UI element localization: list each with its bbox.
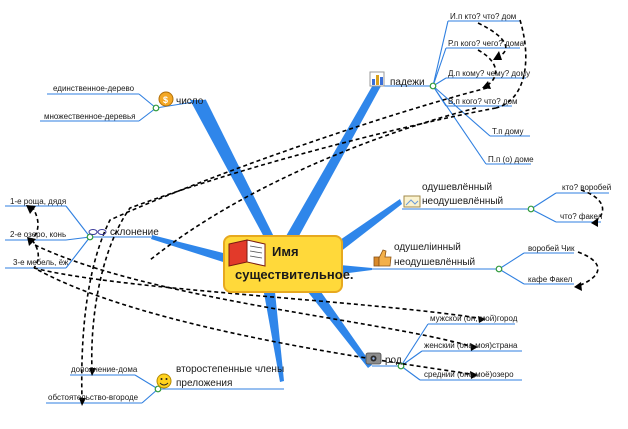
vtor-item-2: обстоятельство-вгороде xyxy=(48,393,139,402)
central-topic[interactable]: Имя существительное. xyxy=(223,235,354,293)
chislo-item-2: множественное-деревья xyxy=(44,112,136,121)
rod-item-1: мужской (он, мой)город xyxy=(430,314,518,323)
sklonenie-item-2: 2-е озеро, конь xyxy=(10,230,66,239)
central-topic-line1: Имя xyxy=(272,244,299,259)
odush2-line1: одушеліинный xyxy=(394,242,461,253)
junction-nodes xyxy=(86,82,535,393)
vtor-item-1: дополнение-дома xyxy=(71,365,138,374)
odush1-line1: одушевлённый xyxy=(422,182,492,193)
odush1-item-1: кто? воробей xyxy=(562,183,611,192)
branch-chislo-label: число xyxy=(176,96,204,107)
dollar-coin-icon: $ xyxy=(158,91,174,107)
branch-sklonenie[interactable]: склонение 1-е роща, дядя 2-е озеро, конь… xyxy=(10,197,159,267)
bar-chart-icon xyxy=(369,71,385,87)
branch-rod[interactable]: род мужской (он, мой)город женский (она,… xyxy=(365,314,518,379)
open-book-icon xyxy=(228,239,266,267)
sklonenie-item-3: 3-е мебель, ёж xyxy=(13,258,69,267)
odush2-item-2: кафе Факел xyxy=(528,275,573,284)
spoke-chislo xyxy=(190,100,282,263)
spoke-odush2 xyxy=(340,265,372,274)
smiley-icon xyxy=(156,373,172,389)
svg-text:$: $ xyxy=(163,95,168,105)
envelope-image-icon xyxy=(403,195,421,208)
glasses-icon xyxy=(88,229,107,235)
branch-sklonenie-label: склонение xyxy=(110,227,159,238)
branch-odush-2[interactable]: одушеліинный неодушевлённый воробей Чик … xyxy=(373,242,575,284)
sklonenie-item-1: 1-е роща, дядя xyxy=(10,197,66,206)
branch-vtorostepennye[interactable]: второстепенные члены преложения дополнен… xyxy=(48,364,284,402)
spoke-rod xyxy=(300,279,372,368)
vtor-line2: преложения xyxy=(176,378,232,389)
padezh-item-3: Д.п кому? чему? дому xyxy=(448,69,530,78)
vtor-line1: второстепенные члены xyxy=(176,364,284,375)
odush2-item-1: воробей Чик xyxy=(528,244,575,253)
branch-odush-1[interactable]: одушевлённый неодушевлённый кто? воробей… xyxy=(403,182,611,221)
spoke-sklonenie xyxy=(151,235,243,268)
padezh-item-5: Т.п дому xyxy=(492,127,523,136)
padezh-item-4: В.п кого? что? дом xyxy=(448,97,518,106)
central-topic-line2: существительное. xyxy=(235,267,354,282)
branch-padezhi[interactable]: падежи И.п кто? что? дом Р.п кого? чего?… xyxy=(369,12,534,164)
spokes xyxy=(151,83,402,382)
padezh-item-2: Р.п кого? чего? дома xyxy=(448,39,525,48)
rod-item-2: женский (она,моя)страна xyxy=(424,341,518,350)
padezh-item-1: И.п кто? что? дом xyxy=(450,12,516,21)
relation-arrows xyxy=(26,19,604,406)
odush1-item-2: что? факел xyxy=(560,212,603,221)
branch-padezhi-label: падежи xyxy=(390,77,425,88)
branch-chislo[interactable]: $ число единственное-дерево множественно… xyxy=(44,84,204,121)
odush2-line2: неодушевлённый xyxy=(394,257,475,268)
branch-rod-label: род xyxy=(385,355,402,366)
connectors xyxy=(5,20,609,404)
spoke-padezhi xyxy=(278,83,381,256)
rod-item-3: средний (оно,моё)озеро xyxy=(424,370,514,379)
camera-icon xyxy=(365,352,382,365)
thumbs-up-icon xyxy=(373,249,392,267)
chislo-item-1: единственное-дерево xyxy=(53,84,135,93)
odush1-line2: неодушевлённый xyxy=(422,196,503,207)
padezh-item-6: П.п (о) доме xyxy=(488,155,534,164)
